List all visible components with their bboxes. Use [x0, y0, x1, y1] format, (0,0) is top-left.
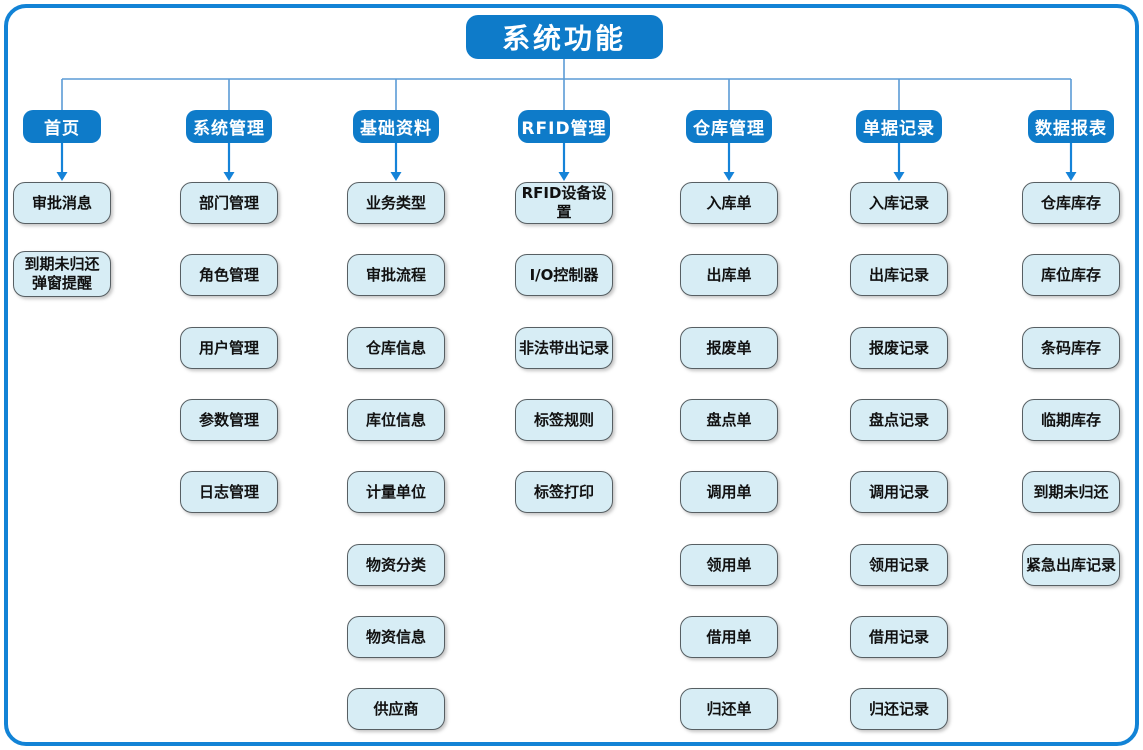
child-node: 库位信息: [347, 399, 445, 441]
child-node: 物资信息: [347, 616, 445, 658]
child-node: 入库记录: [850, 182, 948, 224]
child-node: 出库记录: [850, 254, 948, 296]
child-node: 条码库存: [1022, 327, 1120, 369]
child-node: 用户管理: [180, 327, 278, 369]
child-node: 标签打印: [515, 471, 613, 513]
column-header: RFID管理: [518, 110, 610, 143]
child-node: 计量单位: [347, 471, 445, 513]
child-node: 出库单: [680, 254, 778, 296]
child-node: 标签规则: [515, 399, 613, 441]
child-node: 业务类型: [347, 182, 445, 224]
child-node: 盘点单: [680, 399, 778, 441]
child-node: 借用记录: [850, 616, 948, 658]
column-header: 单据记录: [856, 110, 942, 143]
child-node: 领用记录: [850, 544, 948, 586]
child-node: I/O控制器: [515, 254, 613, 296]
root-node: 系统功能: [465, 15, 663, 59]
column-header: 数据报表: [1028, 110, 1114, 143]
child-node: 盘点记录: [850, 399, 948, 441]
child-node: 紧急出库记录: [1022, 544, 1120, 586]
column-header: 首页: [23, 110, 101, 143]
child-node: 到期未归还: [1022, 471, 1120, 513]
child-node: 参数管理: [180, 399, 278, 441]
root-node-label: 系统功能: [501, 22, 626, 55]
child-node: 归还记录: [850, 688, 948, 730]
child-node: 领用单: [680, 544, 778, 586]
child-node: 调用单: [680, 471, 778, 513]
child-node: 入库单: [680, 182, 778, 224]
child-node: 物资分类: [347, 544, 445, 586]
child-node: 借用单: [680, 616, 778, 658]
column-header: 仓库管理: [686, 110, 772, 143]
child-node: 非法带出记录: [515, 327, 613, 369]
child-node: 库位库存: [1022, 254, 1120, 296]
child-node: 仓库库存: [1022, 182, 1120, 224]
column-header: 基础资料: [353, 110, 439, 143]
child-node: 临期库存: [1022, 399, 1120, 441]
child-node: RFID设备设置: [515, 182, 613, 224]
child-node: 到期未归还 弹窗提醒: [13, 251, 111, 297]
child-node: 归还单: [680, 688, 778, 730]
child-node: 报废单: [680, 327, 778, 369]
child-node: 审批流程: [347, 254, 445, 296]
child-node: 部门管理: [180, 182, 278, 224]
child-node: 报废记录: [850, 327, 948, 369]
child-node: 日志管理: [180, 471, 278, 513]
child-node: 仓库信息: [347, 327, 445, 369]
child-node: 角色管理: [180, 254, 278, 296]
child-node: 调用记录: [850, 471, 948, 513]
child-node: 供应商: [347, 688, 445, 730]
child-node: 审批消息: [13, 182, 111, 224]
column-header: 系统管理: [186, 110, 272, 143]
